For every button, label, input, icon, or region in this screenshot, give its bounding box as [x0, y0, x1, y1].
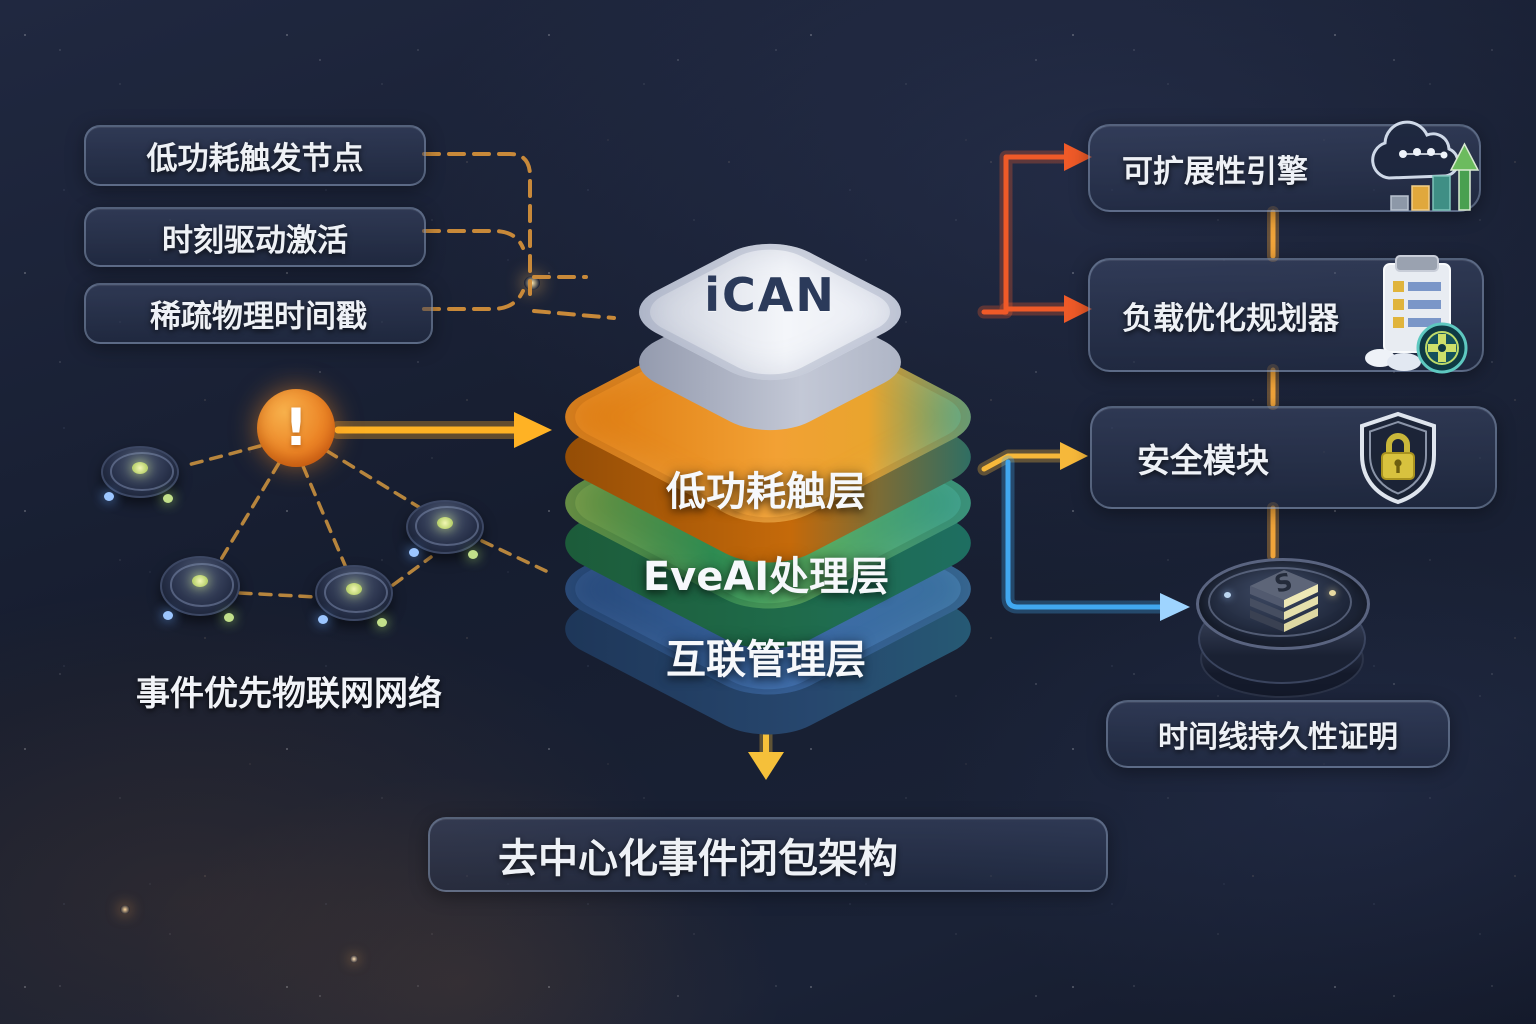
star-glow: [120, 905, 130, 914]
alert-icon: !: [257, 389, 335, 467]
input-label: 低功耗触发节点: [146, 141, 364, 177]
junction-glow: [524, 276, 540, 290]
footer-label: 去中心化事件闭包架构: [498, 835, 898, 882]
blue-led: [163, 610, 174, 620]
output-box-timeline-proof: 时间线持久性证明: [1106, 700, 1450, 768]
iot-device-node: [101, 446, 179, 504]
iot-device-node: [406, 500, 484, 560]
alert-symbol: !: [284, 398, 308, 458]
shield-lock-icon: [1360, 411, 1436, 505]
event-arrow: [329, 412, 552, 448]
input-box-low-power-node: 低功耗触发节点: [84, 125, 426, 186]
input-box-moment-activation: 时刻驱动激活: [84, 207, 426, 267]
input-label: 时刻驱动激活: [162, 222, 348, 259]
iot-device-node: [315, 565, 393, 627]
footer-architecture-box: 去中心化事件闭包架构: [428, 817, 1108, 892]
green-led: [162, 494, 173, 504]
output-label: 负载优化规划器: [1122, 300, 1339, 337]
ican-chip: [615, 203, 925, 421]
green-led: [376, 617, 387, 627]
blue-led: [409, 548, 420, 558]
iot-device-node: [160, 556, 240, 622]
star-glow: [350, 955, 358, 963]
blue-led: [318, 615, 329, 625]
output-label: 可扩展性引擎: [1122, 153, 1308, 190]
input-label: 稀疏物理时间戳: [150, 299, 367, 335]
token-coin: S: [1196, 556, 1370, 698]
cloud-growth-chart-icon: [1371, 120, 1480, 211]
red-output-path: [977, 143, 1092, 323]
yellow-output-path: [977, 442, 1088, 476]
output-label: 时间线持久性证明: [1158, 720, 1398, 755]
green-led: [223, 613, 234, 622]
output-label: 安全模块: [1137, 440, 1269, 480]
green-led: [467, 550, 478, 560]
device-core-light: [132, 461, 148, 474]
device-core-light: [437, 516, 453, 529]
network-caption: 事件优先物联网网络: [136, 674, 442, 714]
dashed-input-lines: [422, 152, 616, 320]
device-core-light: [346, 582, 362, 595]
ledger-stack-icon: S: [1250, 567, 1318, 632]
coin-gold-dot: [1329, 590, 1336, 596]
coin-blue-dot: [1224, 592, 1231, 598]
output-box-scalability-engine: 可扩展性引擎: [1088, 120, 1481, 212]
blue-led: [104, 492, 115, 502]
input-box-sparse-timestamp: 稀疏物理时间戳: [84, 283, 433, 344]
output-box-security-module: 安全模块: [1090, 406, 1497, 509]
clipboard-gear-icon: [1365, 255, 1468, 374]
output-box-load-optimizer: 负载优化规划器: [1088, 255, 1484, 374]
